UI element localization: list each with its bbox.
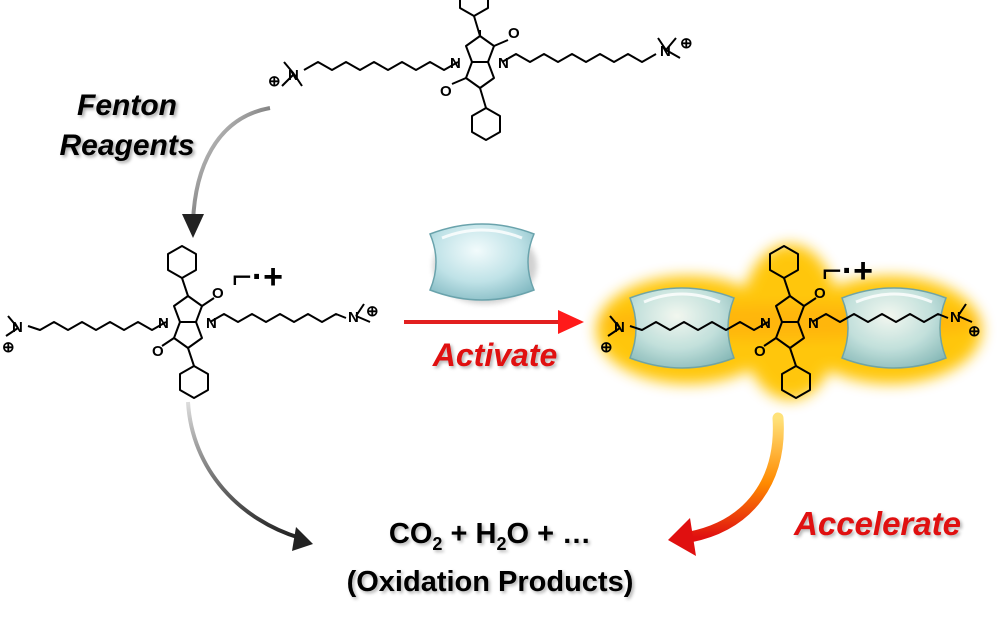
fenton-label-line1: Fenton (77, 89, 177, 122)
positive-charge-icon: ⊕ (268, 73, 281, 90)
accelerate-label: Accelerate (794, 505, 961, 542)
atom-n-plus: N (348, 309, 359, 326)
fenton-label-line2: Reagents (59, 129, 195, 162)
atom-o: O (508, 25, 520, 42)
atom-n-plus: N (950, 309, 961, 326)
positive-charge-icon: ⊕ (600, 339, 613, 356)
molecule-top: N N O O N ⊕ N ⊕ (268, 0, 693, 141)
positive-charge-icon: ⊕ (968, 323, 981, 340)
atom-n: N (158, 315, 169, 332)
positive-charge-icon: ⊕ (2, 339, 15, 356)
arrow-left-down (186, 401, 313, 551)
products-caption: (Oxidation Products) (346, 565, 634, 598)
formula-plus-h: + H (442, 518, 497, 550)
atom-o: O (440, 83, 452, 100)
atom-n: N (450, 55, 461, 72)
activate-label: Activate (432, 337, 558, 373)
subscript-2: 2 (496, 533, 507, 554)
atom-o: O (212, 285, 224, 302)
arrow-fenton (182, 106, 271, 238)
formula-o-tail: O + … (506, 518, 592, 550)
radical-cation-mark: ⌐·+ (232, 258, 284, 296)
atom-n: N (206, 315, 217, 332)
fenton-reagents-label: Fenton Reagents (52, 86, 202, 166)
macrocycle-cage-icon (841, 287, 947, 369)
formula-co: CO (388, 518, 433, 550)
arrow-accelerate (668, 412, 784, 556)
atom-o: O (754, 343, 766, 360)
atom-o: O (152, 343, 164, 360)
atom-n-plus: N (288, 67, 299, 84)
atom-n: N (498, 55, 509, 72)
atom-n-plus: N (12, 319, 23, 336)
subscript-2: 2 (432, 533, 443, 554)
atom-n-plus: N (660, 43, 671, 60)
oxidation-products: CO2 + H2O + … (Oxidation Products) (300, 515, 680, 601)
positive-charge-icon: ⊕ (680, 35, 693, 52)
atom-n: N (760, 315, 771, 332)
products-formula: CO2 + H2O + … (300, 515, 680, 563)
macrocycle-cage-icon (629, 287, 735, 369)
complex-right: N N O O N ⊕ N ⊕ (596, 244, 982, 400)
molecule-left: N N O O N ⊕ N ⊕ (2, 245, 379, 399)
macrocycle-cage-icon (429, 223, 537, 304)
atom-n-plus: N (614, 319, 625, 336)
radical-cation-mark: ⌐·+ (822, 252, 874, 290)
atom-n: N (808, 315, 819, 332)
positive-charge-icon: ⊕ (366, 303, 379, 320)
atom-o: O (814, 285, 826, 302)
arrow-activate (404, 310, 584, 334)
